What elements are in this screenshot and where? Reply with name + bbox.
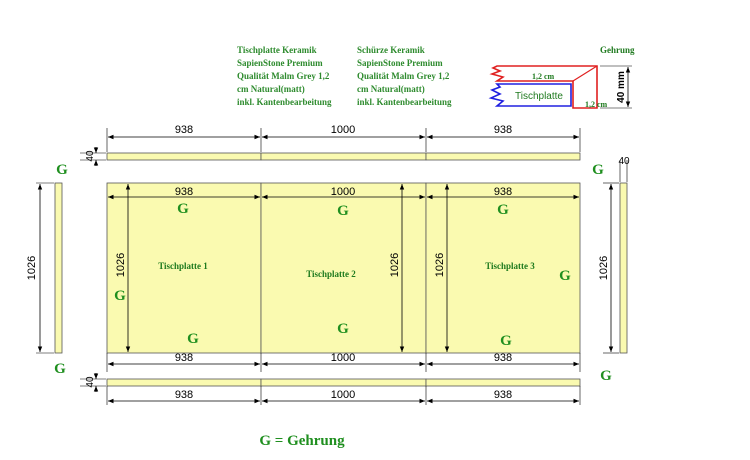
tischplatte-note-line-1: Tischplatte Keramik bbox=[237, 45, 317, 55]
tischplatte-note-line-4: cm Natural(matt) bbox=[237, 84, 305, 94]
bottom-apron-width-2: 1000 bbox=[331, 389, 355, 401]
bottom-apron-segment-3 bbox=[425, 378, 581, 387]
tabletop: 938 1000 938 1026 1026 1026 Tischplatte … bbox=[106, 182, 581, 372]
schuerze-note: Schürze Keramik SapienStone Premium Qual… bbox=[357, 45, 452, 107]
right-strip-width: 40 bbox=[618, 156, 630, 167]
bottom-apron-width-3: 938 bbox=[494, 389, 512, 401]
gehrung-thickness-top: 1,2 cm bbox=[532, 72, 555, 81]
panel-1-depth: 1026 bbox=[115, 253, 127, 277]
schuerze-note-line-3: Qualität Malm Grey 1,2 bbox=[357, 71, 450, 81]
left-strip-depth: 1026 bbox=[26, 256, 38, 280]
g-mark-panel-3-top: G bbox=[497, 202, 509, 218]
gehrung-miter-line bbox=[572, 65, 598, 82]
top-apron-width-3: 938 bbox=[494, 124, 512, 136]
tischplatte-3 bbox=[425, 182, 581, 354]
g-mark-outer-bottom-left: G bbox=[54, 361, 66, 377]
left-side-strip bbox=[54, 182, 63, 354]
gehrung-panel-label: Tischplatte bbox=[515, 91, 563, 102]
bottom-apron-height: 40 bbox=[85, 376, 96, 388]
panel-1-width-top: 938 bbox=[175, 186, 193, 198]
panel-2-label: Tischplatte 2 bbox=[306, 269, 356, 279]
g-mark-panel-2-top: G bbox=[337, 203, 349, 219]
schuerze-note-line-1: Schürze Keramik bbox=[357, 45, 425, 55]
top-apron-height: 40 bbox=[85, 150, 96, 162]
panel-2-width-bottom: 1000 bbox=[331, 352, 355, 364]
panel-1-width-bottom: 938 bbox=[175, 352, 193, 364]
schuerze-note-line-2: SapienStone Premium bbox=[357, 58, 443, 68]
gehrung-detail: Gehrung Tischplatte 1,2 cm 1,2 cm 40 mm bbox=[488, 45, 635, 109]
top-apron-segment-1 bbox=[106, 152, 262, 161]
panel-1-label: Tischplatte 1 bbox=[158, 261, 208, 271]
bottom-apron-width-1: 938 bbox=[175, 389, 193, 401]
panel-3-width-top: 938 bbox=[494, 186, 512, 198]
schuerze-note-line-4: cm Natural(matt) bbox=[357, 84, 425, 94]
side-strip-left: 1026 bbox=[26, 182, 63, 354]
gehrung-detail-title: Gehrung bbox=[600, 45, 635, 55]
right-side-strip bbox=[619, 182, 628, 354]
bottom-apron-segment-2 bbox=[260, 378, 427, 387]
g-mark-panel-1-bottom: G bbox=[187, 331, 199, 347]
panel-3-depth: 1026 bbox=[434, 253, 446, 277]
panel-3-width-bottom: 938 bbox=[494, 352, 512, 364]
g-mark-panel-1-left: G bbox=[114, 288, 126, 304]
top-apron-width-2: 1000 bbox=[331, 124, 355, 136]
gehrung-panel-blue bbox=[488, 83, 572, 107]
g-mark-panel-1-top: G bbox=[177, 201, 189, 217]
g-mark-outer-top-left: G bbox=[56, 162, 68, 178]
top-apron-segment-3 bbox=[425, 152, 581, 161]
top-apron-segment-2 bbox=[260, 152, 427, 161]
panel-3-label: Tischplatte 3 bbox=[485, 261, 535, 271]
top-apron-width-1: 938 bbox=[175, 124, 193, 136]
schuerze-note-line-5: inkl. Kantenbearbeitung bbox=[357, 97, 452, 107]
gehrung-thickness-bottom: 1,2 cm bbox=[585, 100, 608, 109]
tischplatte-note-line-3: Qualität Malm Grey 1,2 bbox=[237, 71, 330, 81]
gehrung-height-label: 40 mm bbox=[616, 71, 627, 103]
apron-top: 938 1000 938 40 bbox=[80, 124, 581, 166]
tischplatte-2 bbox=[260, 182, 427, 354]
legend-gehrung: G = Gehrung bbox=[259, 433, 345, 449]
g-mark-outer-top-right: G bbox=[592, 162, 604, 178]
gehrung-profile-red bbox=[489, 65, 598, 109]
bottom-apron-segment-1 bbox=[106, 378, 262, 387]
right-strip-depth: 1026 bbox=[598, 256, 610, 280]
tischplatte-note-line-2: SapienStone Premium bbox=[237, 58, 323, 68]
g-mark-panel-2-bottom: G bbox=[337, 321, 349, 337]
side-strip-right: 40 1026 bbox=[598, 156, 630, 354]
tischplatte-note-line-5: inkl. Kantenbearbeitung bbox=[237, 97, 332, 107]
panel-2-depth: 1026 bbox=[389, 253, 401, 277]
panel-2-width-top: 1000 bbox=[331, 186, 355, 198]
g-mark-panel-3-right: G bbox=[559, 268, 571, 284]
tischplatte-1 bbox=[106, 182, 262, 354]
g-mark-outer-bottom-right: G bbox=[600, 368, 612, 384]
g-mark-panel-3-bottom: G bbox=[500, 333, 512, 349]
apron-bottom: 40 938 1000 938 bbox=[80, 373, 581, 405]
tischplatte-note: Tischplatte Keramik SapienStone Premium … bbox=[237, 45, 332, 107]
